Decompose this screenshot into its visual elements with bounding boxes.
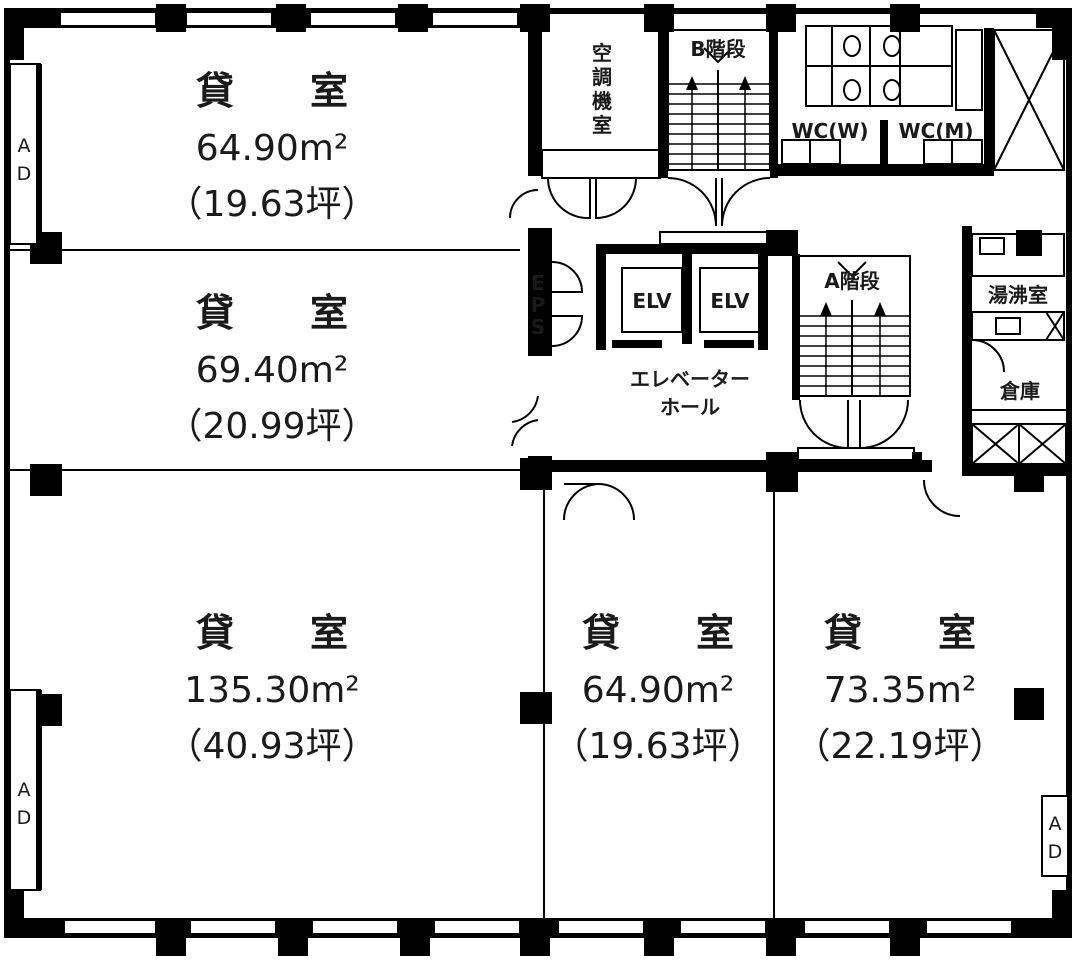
room-label: 貸 室 [196,291,348,335]
ad-right-char: D [1048,841,1063,863]
core-walls [528,28,1066,476]
ad-shaft-left-top [9,63,42,245]
ad-right-char: A [1049,813,1062,835]
rental-room-2: 貸 室 69.40m² （20.99坪） [166,291,377,447]
room-tsubo: （22.19坪） [794,726,1005,767]
room-tsubo: （40.93坪） [166,726,377,767]
kitchen-graphics [971,230,1067,465]
ad-left-bottom-char: D [17,807,32,829]
rental-room-5: 貸 室 73.35m² （22.19坪） [794,611,1005,767]
bottom-windows [63,919,1013,935]
stair-b-graphic [667,29,771,227]
room-tsubo: （19.63坪） [166,184,377,225]
room-label: 貸 室 [582,611,734,655]
room-tsubo: （20.99坪） [166,406,377,447]
rental-room-1: 貸 室 64.90m² （19.63坪） [166,69,377,225]
elevator-1-label: ELV [632,289,672,313]
eps-char: E [531,271,545,295]
room-area: 73.35m² [824,670,977,711]
ad-shaft-right [1041,795,1069,877]
wc-women-label: WC(W) [791,119,868,143]
ac-room-char: 室 [592,113,612,137]
room-label: 貸 室 [196,69,348,113]
storage-label: 倉庫 [999,379,1040,403]
columns [30,4,1044,956]
stair-a-label: A階段 [824,269,879,293]
room-area: 135.30m² [184,670,359,711]
eps-char: S [531,315,545,339]
top-windows [59,11,519,27]
elevator-hall-label: ホール [660,395,720,419]
room-area: 64.90m² [196,128,349,169]
ad-shaft-left-bottom [9,689,42,891]
kitchen-label: 湯沸室 [988,283,1048,307]
room-tsubo: （19.63坪） [552,726,763,767]
stair-a-graphic [792,254,915,461]
elevator-hall-label: エレベーター [630,367,750,391]
wc-men-label: WC(M) [899,119,974,143]
wc-graphics [781,25,1065,171]
rental-room-4: 貸 室 64.90m² （19.63坪） [552,611,763,767]
stair-b-label: B階段 [690,37,745,61]
eps-char: P [531,293,546,317]
rental-room-3: 貸 室 135.30m² （40.93坪） [166,611,377,767]
ad-left-top-char: A [18,135,31,157]
room-label: 貸 室 [824,611,976,655]
ad-left-top-char: D [17,163,32,185]
room-label: 貸 室 [196,611,348,655]
room-area: 64.90m² [582,670,735,711]
ad-left-bottom-char: A [18,779,31,801]
room-area: 69.40m² [196,350,349,391]
elevator-2-label: ELV [710,289,750,313]
elevator-graphics [596,231,771,350]
ac-room-char: 調 [592,65,612,89]
ac-room-char: 機 [592,89,612,113]
ac-room-char: 空 [592,41,612,65]
